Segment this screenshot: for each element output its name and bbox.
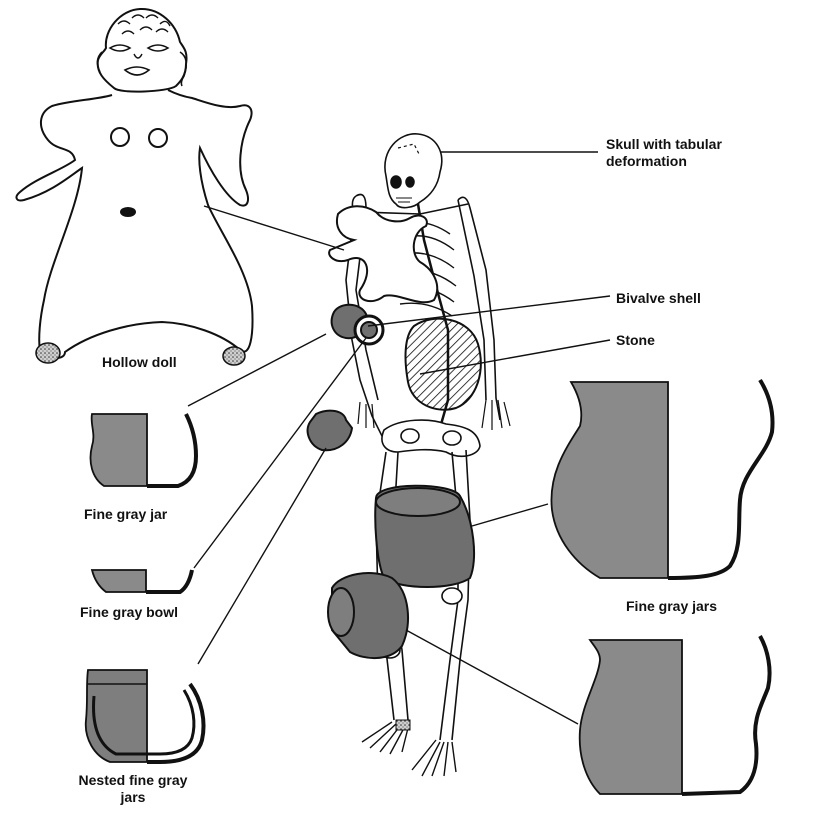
label-fine-gray-bowl: Fine gray bowl	[80, 604, 179, 620]
label-fine-gray-jar: Fine gray jar	[84, 506, 168, 522]
nested-jars-profile	[84, 669, 206, 764]
doll-foot-left	[35, 342, 61, 364]
label-hollow-doll: Hollow doll	[102, 354, 177, 370]
label-nested-jars: Nested fine gray jars	[78, 772, 188, 805]
fine-gray-jar-profile	[89, 413, 199, 488]
fine-gray-bowl-profile	[90, 569, 194, 594]
label-fine-gray-jars: Fine gray jars	[626, 598, 718, 614]
label-bivalve-shell: Bivalve shell	[616, 290, 701, 306]
doll-foot-right	[222, 346, 246, 366]
label-stone: Stone	[616, 332, 655, 348]
small-jar-object	[306, 409, 354, 452]
hollow-doll-figure	[15, 7, 254, 359]
doll-on-skeleton	[328, 205, 439, 304]
large-jar-object	[374, 484, 476, 588]
knee-jar-object	[327, 572, 409, 659]
stone-object	[404, 317, 482, 411]
fine-gray-jar-profile-upper	[550, 378, 775, 580]
fine-gray-jar-profile-lower	[578, 635, 772, 796]
label-skull: Skull with tabular deformation	[606, 136, 722, 169]
leader-lines	[187, 151, 611, 725]
